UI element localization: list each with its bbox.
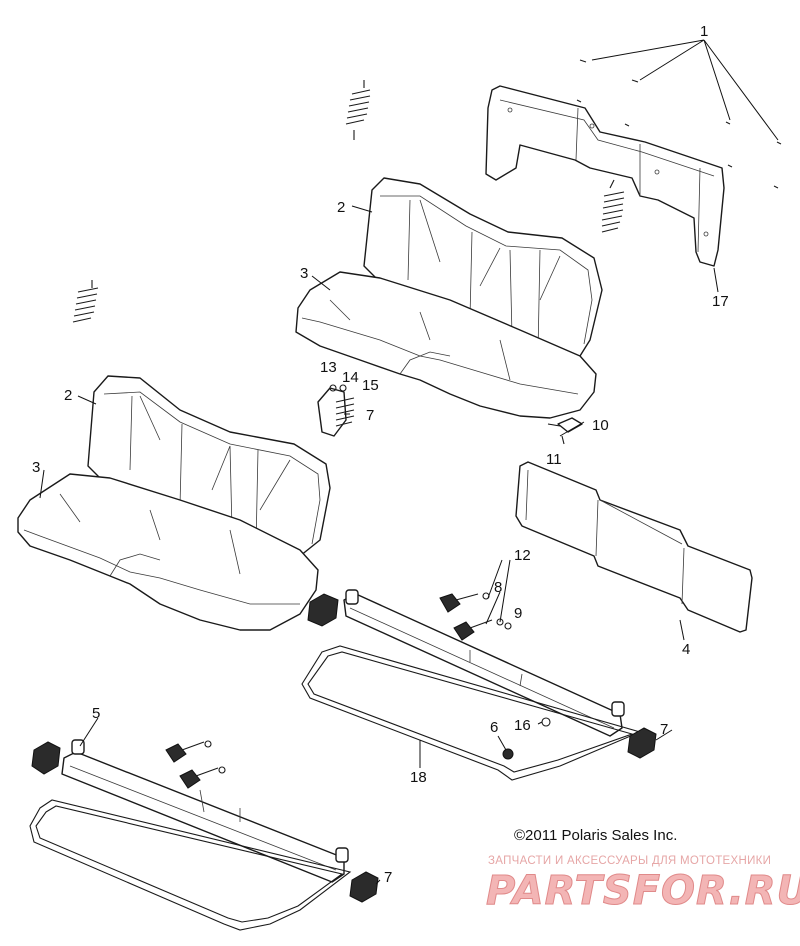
latch-lower-left (31, 741, 61, 775)
seat-frame-lower-5 (29, 739, 352, 931)
latch-upper-left (307, 593, 339, 627)
seat-base-panel-4 (515, 461, 753, 633)
callout-16: 16 (514, 717, 531, 734)
nut-16 (541, 717, 551, 727)
callout-7-upper-frame: 7 (660, 721, 668, 738)
callout-3-upper: 3 (300, 265, 308, 282)
callout-11: 11 (546, 451, 562, 468)
callout-13: 13 (320, 359, 337, 376)
callout-4: 4 (682, 641, 690, 658)
callout-7-spring: 7 (366, 407, 374, 424)
watermark-tagline: ЗАПЧАСТИ И АКСЕССУАРЫ ДЛЯ МОТОТЕХНИКИ (488, 855, 771, 867)
callout-1: 1 (700, 23, 708, 40)
seat-cushion-upper-3 (295, 271, 597, 419)
callout-8: 8 (494, 579, 502, 596)
watermark-brand: PARTSFOR.RU (486, 868, 800, 914)
callout-2-lower: 2 (64, 387, 72, 404)
callout-14: 14 (342, 369, 359, 386)
latch-upper-right (627, 727, 657, 759)
spring-top (345, 80, 371, 140)
callout-18: 18 (410, 769, 427, 786)
seat-cushion-lower-3 (17, 473, 319, 631)
callout-6: 6 (490, 719, 498, 736)
callout-5: 5 (92, 705, 100, 722)
seat-belt-buckles-upper (439, 592, 512, 641)
seat-belt-buckles-lower (165, 740, 226, 789)
callout-7-lower-frame: 7 (384, 869, 392, 886)
callouts: 1 2 3 2 3 13 14 15 7 10 11 17 12 8 9 4 5… (32, 23, 729, 886)
latch-lower-right (349, 871, 379, 903)
leader-lines (39, 39, 779, 885)
callout-10: 10 (592, 417, 609, 434)
spring-bracket-assembly (317, 384, 355, 437)
callout-15: 15 (362, 377, 379, 394)
callout-17: 17 (712, 293, 729, 310)
clip-10-11 (557, 417, 583, 445)
copyright-notice: ©2011 Polaris Sales Inc. (514, 827, 677, 844)
callout-9: 9 (514, 605, 522, 622)
seat-back-lower-2 (87, 375, 331, 557)
seat-frame-upper-18 (301, 589, 642, 781)
spring-mid-right (601, 179, 625, 233)
callout-2-upper: 2 (337, 199, 345, 216)
screws-1 (576, 59, 782, 189)
callout-3-lower: 3 (32, 459, 40, 476)
callout-12: 12 (514, 547, 531, 564)
seat-back-panel-17 (485, 85, 725, 267)
spring-left (72, 280, 99, 323)
